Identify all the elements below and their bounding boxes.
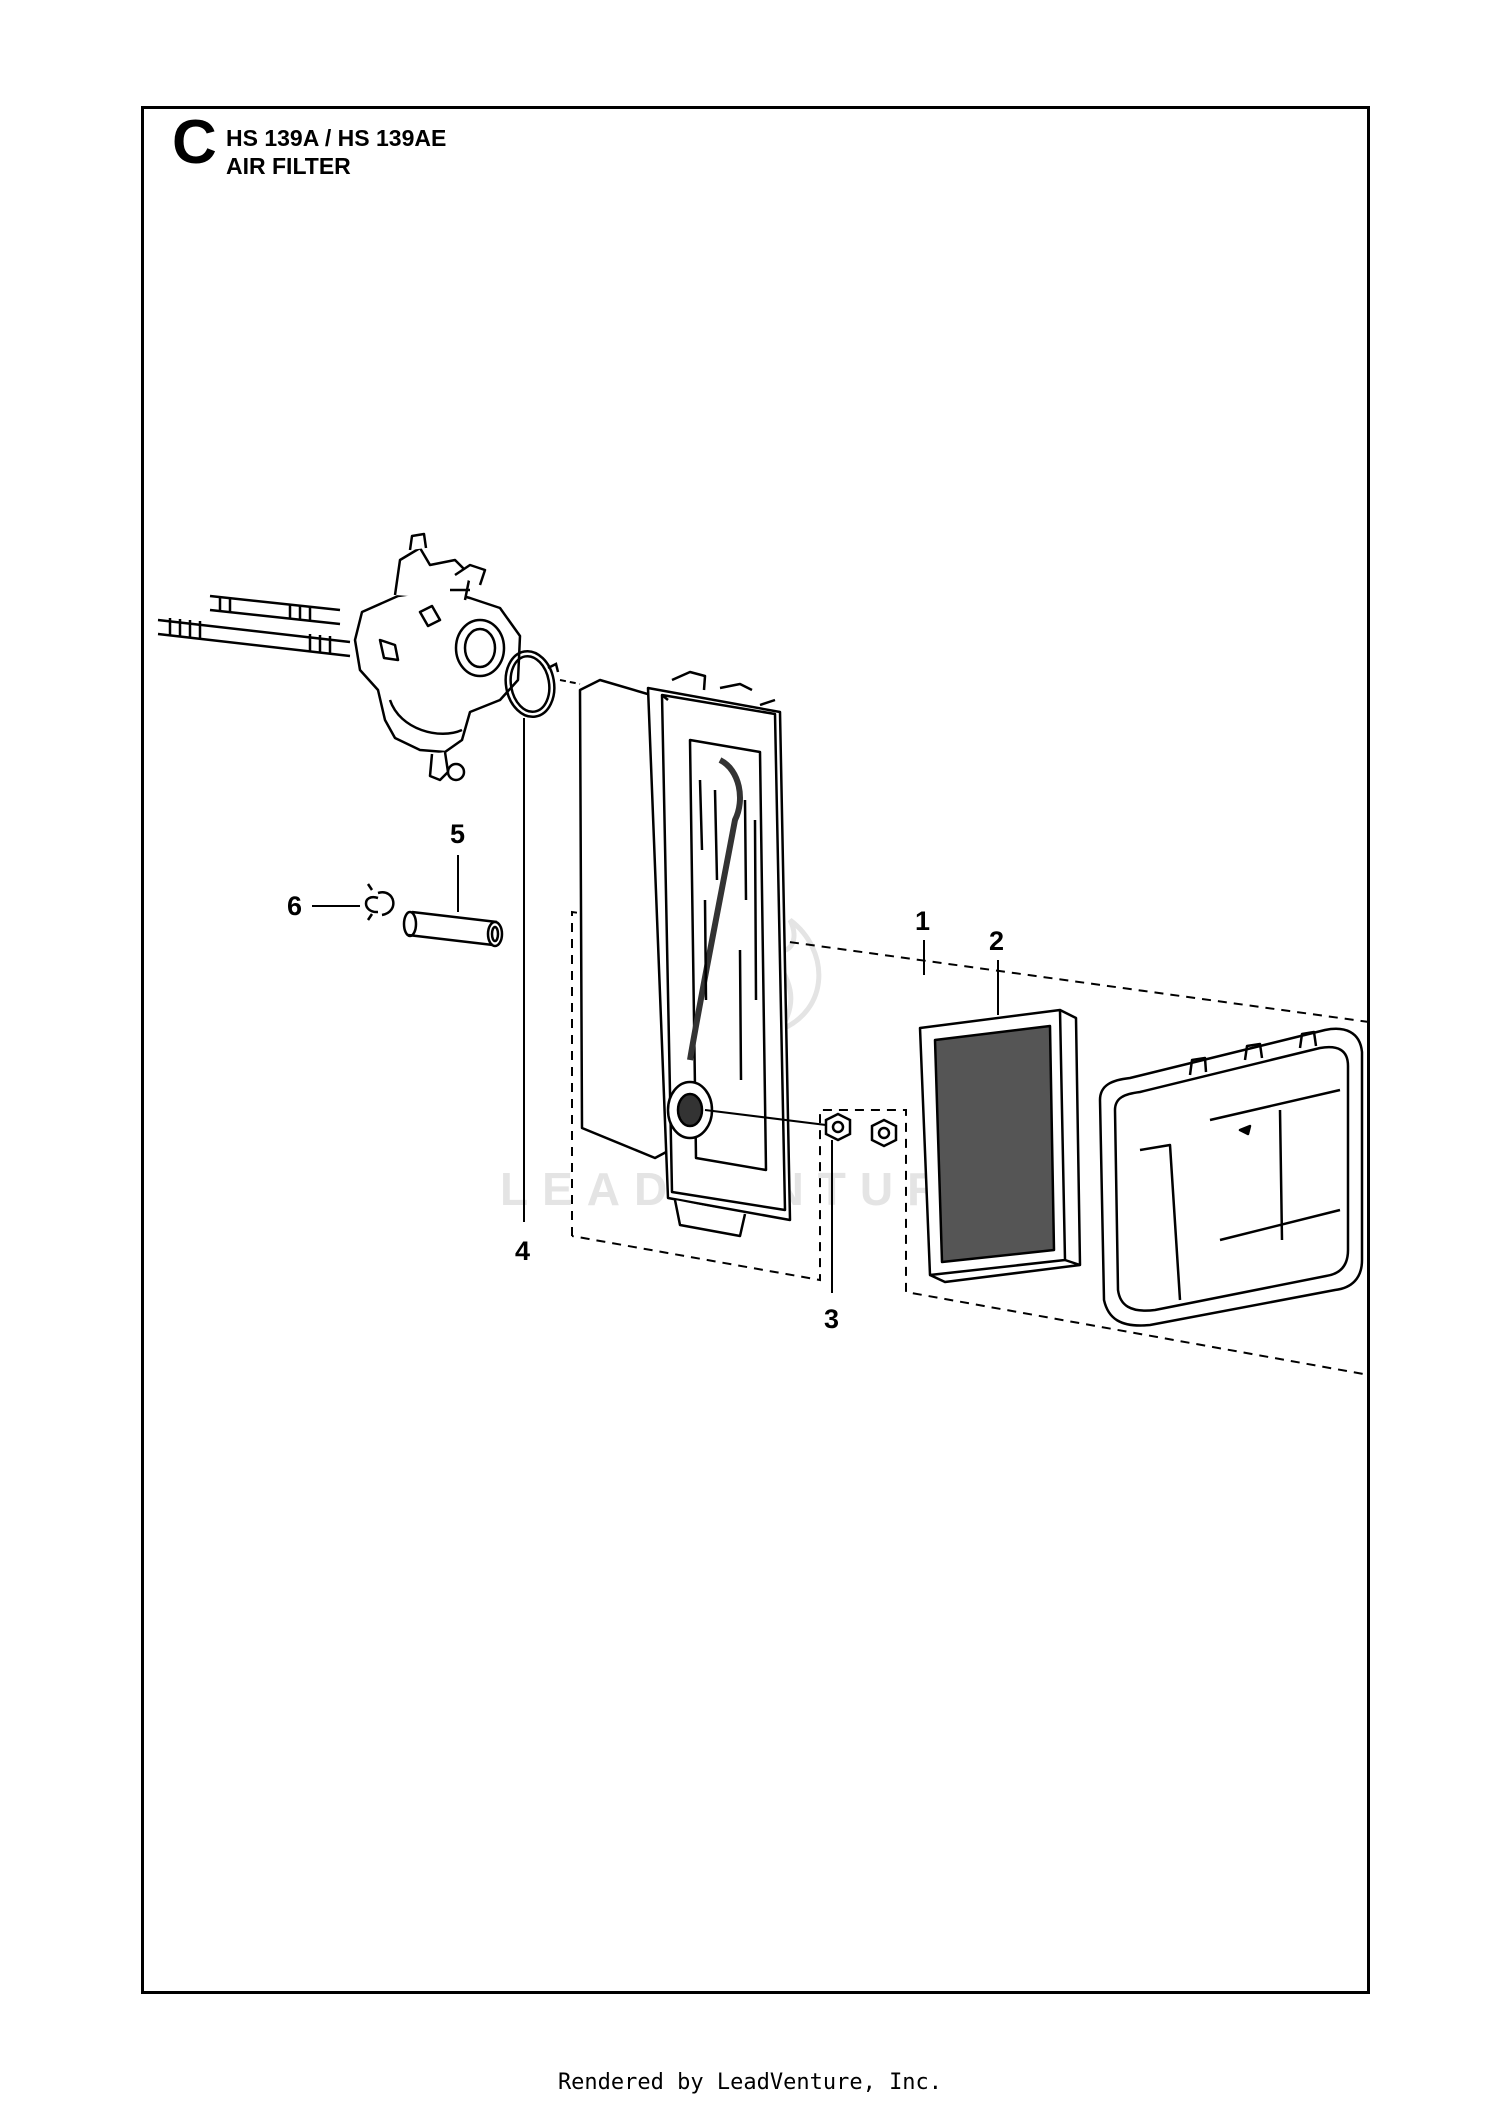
air-filter-cover: [1098, 1027, 1364, 1327]
leader-lines: [312, 679, 999, 1293]
base-to-nut-line: [704, 1109, 827, 1126]
callout-3: 3: [824, 1304, 839, 1334]
callout-5: 5: [450, 819, 465, 849]
footer-credit: Rendered by LeadVenture, Inc.: [557, 2070, 943, 2095]
diagram-title: AIR FILTER: [226, 153, 351, 179]
clamp-ring: [504, 649, 560, 719]
nuts: [824, 1112, 898, 1148]
tube-part: [402, 910, 504, 948]
studs: [157, 594, 351, 658]
callout-4: 4: [515, 1236, 530, 1266]
carburetor: [353, 532, 522, 782]
assembly-boundary: [571, 910, 1370, 1377]
hose-clip: [364, 883, 395, 921]
air-filter-base: [578, 670, 792, 1238]
callout-6: 6: [287, 891, 302, 921]
model-title: HS 139A / HS 139AE: [226, 125, 447, 151]
air-filter-element: [918, 1008, 1082, 1284]
section-letter: C: [172, 108, 217, 177]
callout-2: 2: [989, 926, 1004, 956]
callout-1: 1: [915, 906, 930, 936]
carb-to-base-line: [559, 679, 581, 685]
